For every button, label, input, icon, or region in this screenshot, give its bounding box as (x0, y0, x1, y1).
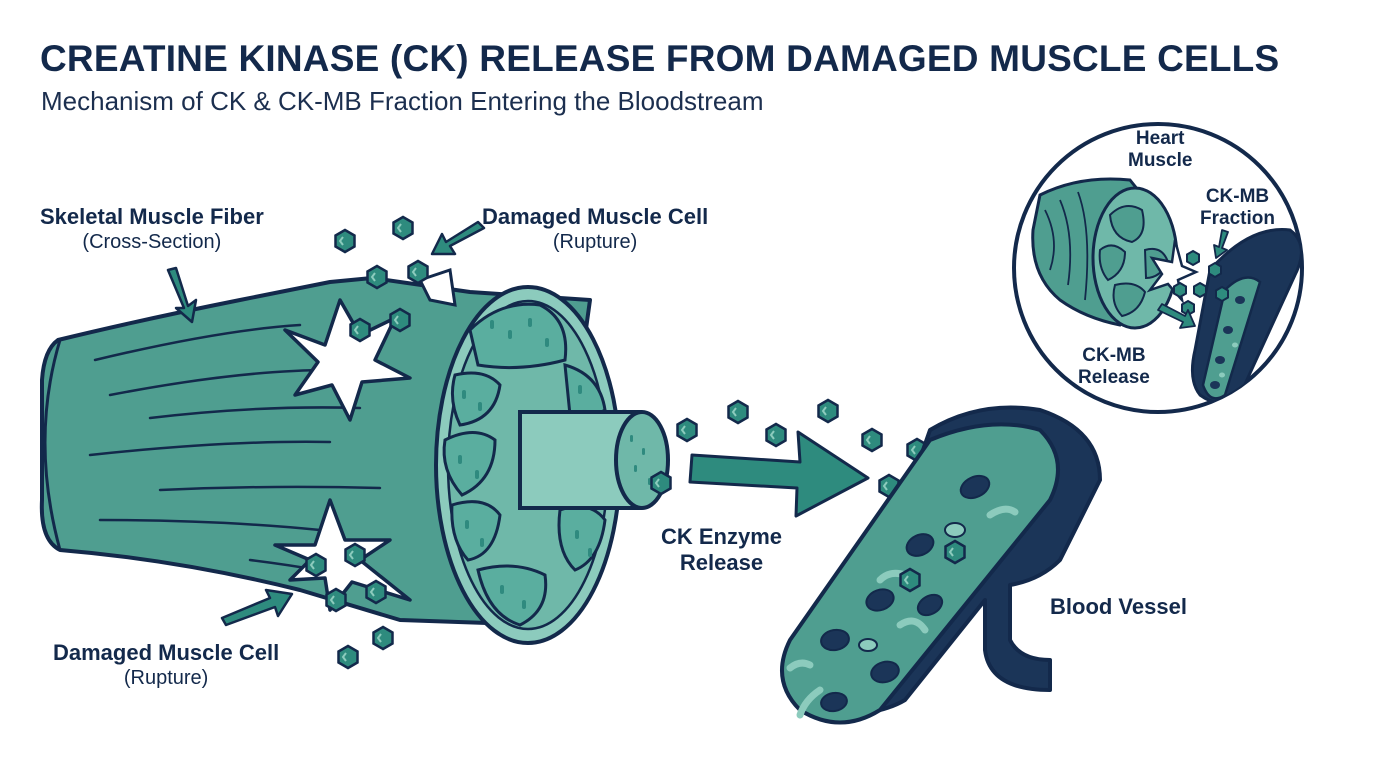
label-skeletal-muscle-fiber-note: (Cross-Section) (82, 231, 222, 253)
label-ck-enzyme-release-line1: CK Enzyme (661, 524, 783, 549)
label-ck-enzyme-release-line2: Release (679, 550, 764, 575)
label-ckmb-release-line2: Release (1078, 367, 1150, 388)
page-subtitle: Mechanism of CK & CK-MB Fraction Enterin… (41, 86, 764, 116)
pointer-arrows (166, 220, 486, 627)
label-damaged-cell-top: Damaged Muscle Cell (Rupture) (482, 204, 708, 254)
label-damaged-cell-top-note: (Rupture) (552, 231, 638, 253)
ck-release-arrow (688, 430, 870, 518)
rupture-top (283, 268, 457, 422)
label-skeletal-muscle-fiber-title: Skeletal Muscle Fiber (40, 204, 264, 229)
label-ckmb-fraction: CK-MB Fraction (1200, 186, 1275, 230)
label-ck-enzyme-release: CK Enzyme Release (661, 524, 782, 576)
label-damaged-cell-top-title: Damaged Muscle Cell (482, 204, 709, 229)
label-heart-muscle-line1: Heart (1135, 128, 1185, 149)
label-damaged-cell-bottom-title: Damaged Muscle Cell (53, 640, 280, 665)
blood-vessel (780, 405, 1102, 725)
label-heart-muscle-line2: Muscle (1128, 150, 1193, 171)
label-blood-vessel: Blood Vessel (1050, 594, 1187, 620)
label-heart-muscle: Heart Muscle (1128, 128, 1192, 172)
heart-muscle-inset (1012, 122, 1304, 414)
label-skeletal-muscle-fiber: Skeletal Muscle Fiber (Cross-Section) (40, 204, 264, 254)
label-ckmb-fraction-line1: CK-MB (1205, 186, 1270, 207)
label-damaged-cell-bottom-note: (Rupture) (123, 667, 209, 689)
label-damaged-cell-bottom: Damaged Muscle Cell (Rupture) (53, 640, 279, 690)
label-ckmb-release: CK-MB Release (1078, 345, 1150, 389)
page-title: CREATINE KINASE (CK) RELEASE FROM DAMAGE… (40, 38, 1280, 79)
label-ckmb-fraction-line2: Fraction (1200, 208, 1275, 229)
skeletal-muscle-fiber (39, 276, 670, 645)
label-ckmb-release-line1: CK-MB (1082, 345, 1146, 366)
label-blood-vessel-text: Blood Vessel (1050, 594, 1187, 619)
